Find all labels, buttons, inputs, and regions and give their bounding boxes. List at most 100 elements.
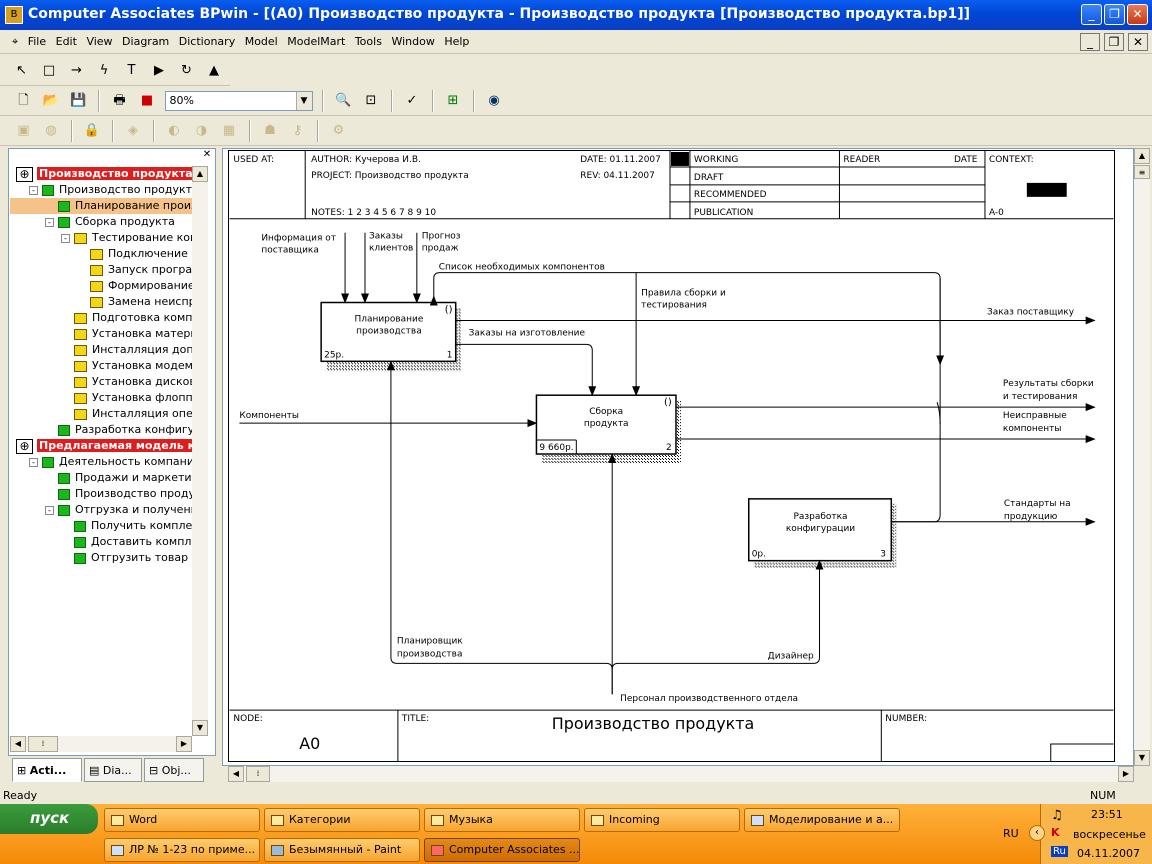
zoom-fit-icon[interactable]: ⊡ — [365, 93, 377, 108]
minimize-button[interactable]: _ — [1081, 4, 1102, 25]
scroll-thumb[interactable]: ⁞ — [28, 736, 58, 752]
tree-item[interactable]: Доставить комплектующие — [10, 534, 192, 550]
doc-restore-button[interactable]: ❐ — [1104, 33, 1124, 51]
task-bpwin[interactable]: Computer Associates ... — [424, 838, 580, 862]
scroll-down-icon[interactable]: ▼ — [192, 720, 208, 736]
menu-edit[interactable]: Edit — [55, 35, 77, 48]
menu-dictionary[interactable]: Dictionary — [178, 35, 236, 48]
squiggle-tool-icon[interactable]: ϟ — [99, 63, 109, 78]
new-icon[interactable]: 🗋 — [18, 93, 29, 108]
tree-item[interactable]: Получить комплектующие — [10, 518, 192, 534]
collapse-icon[interactable]: - — [29, 458, 38, 467]
arrow-production-orders[interactable] — [455, 343, 597, 397]
menu-view[interactable]: View — [86, 35, 113, 48]
doc-minimize-button[interactable]: _ — [1080, 33, 1100, 51]
scroll-right-icon[interactable]: ▶ — [1118, 766, 1134, 782]
tab-diagrams[interactable]: ▤ Dia... — [84, 758, 142, 782]
task-word[interactable]: Word — [104, 808, 260, 832]
language-indicator[interactable]: RU — [1003, 827, 1019, 840]
model-explorer-icon[interactable]: ⊞ — [447, 93, 459, 108]
menu-model[interactable]: Model — [244, 35, 278, 48]
arrow-components-list[interactable] — [433, 272, 941, 523]
tree-item[interactable]: Установка флоппи-дисковода — [10, 390, 192, 406]
menu-window[interactable]: Window — [391, 35, 435, 48]
task-categories[interactable]: Категории — [264, 808, 420, 832]
tab-objects[interactable]: ⊟ Obj... — [144, 758, 204, 782]
task-incoming[interactable]: Incoming — [584, 808, 740, 832]
restore-button[interactable]: ❐ — [1104, 4, 1125, 25]
modelmart-icon[interactable]: ◉ — [488, 93, 500, 108]
task-modeling-doc[interactable]: Моделирование и а... — [744, 808, 900, 832]
scroll-left-icon[interactable]: ◀ — [228, 766, 244, 782]
start-button[interactable]: пуск — [0, 804, 98, 834]
menu-file[interactable]: File — [27, 35, 47, 48]
tree-item[interactable]: Установка модема — [10, 358, 192, 374]
menu-help[interactable]: Help — [444, 35, 470, 48]
scroll-thumb[interactable]: ≡ — [1134, 165, 1150, 179]
diagram-horizontal-scrollbar[interactable]: ◀ ⁞ ▶ — [228, 766, 1134, 782]
chevron-down-icon[interactable]: ▼ — [295, 92, 312, 110]
tree-horizontal-scrollbar[interactable]: ◀ ⁞ ▶ — [10, 736, 192, 752]
doc-close-button[interactable]: ✕ — [1128, 33, 1148, 51]
tree-item[interactable]: Инсталляция операционной — [10, 406, 192, 422]
tree-item[interactable]: -Сборка продукта — [10, 214, 192, 230]
print-icon[interactable]: 🖶 — [113, 93, 126, 108]
tree-item[interactable]: -Производство продукта — [10, 182, 192, 198]
go-up-icon[interactable]: ▲ — [209, 63, 219, 78]
arrow-designer[interactable] — [611, 559, 824, 670]
task-lab-doc[interactable]: ЛР № 1-23 по приме... — [104, 838, 260, 862]
tree-item[interactable]: Формирование протокола — [10, 278, 192, 294]
tab-activities[interactable]: ⊞ Acti... — [12, 758, 82, 782]
tree-item[interactable]: Производство продукта — [10, 486, 192, 502]
tree-item[interactable]: Отгрузить товар и выставить — [10, 550, 192, 566]
scroll-up-icon[interactable]: ▲ — [1134, 148, 1150, 164]
antivirus-icon[interactable]: K — [1051, 826, 1060, 839]
activity-box-planning[interactable]: Планирование производства 25р. 1 () — [320, 301, 461, 372]
swap-icon[interactable]: ↻ — [181, 63, 192, 78]
tree-item[interactable]: Замена неисправных — [10, 294, 192, 310]
tree-item[interactable]: -Отгрузка и получение — [10, 502, 192, 518]
tree-item[interactable]: Подключение периферии — [10, 246, 192, 262]
tray-app-icon[interactable]: ♫ — [1051, 808, 1063, 823]
close-icon[interactable]: ✕ — [202, 149, 212, 160]
menu-tools[interactable]: Tools — [354, 35, 382, 48]
tree-item[interactable]: Установка дисковода — [10, 374, 192, 390]
task-paint[interactable]: Безымянный - Paint — [264, 838, 420, 862]
menu-diagram[interactable]: Diagram — [122, 35, 170, 48]
arrow-tool-icon[interactable]: → — [71, 63, 82, 78]
doc-menu-icon[interactable]: ⌖ — [12, 35, 19, 48]
menu-modelmart[interactable]: ModelMart — [287, 35, 346, 48]
collapse-icon[interactable]: - — [45, 506, 54, 515]
idef0-diagram[interactable]: USED AT: AUTHOR: Кучерова И.В. PROJECT: … — [228, 150, 1115, 762]
text-tool-icon[interactable]: T — [127, 63, 136, 78]
tree-item[interactable]: -Деятельность компании Компьютеры — [10, 454, 192, 470]
scroll-left-icon[interactable]: ◀ — [10, 736, 26, 752]
tree-item[interactable]: Установка материнской платы — [10, 326, 192, 342]
clock-time[interactable]: 23:51 — [1091, 808, 1123, 821]
scroll-up-icon[interactable]: ▲ — [192, 166, 208, 182]
tree-item[interactable]: Запуск программ — [10, 262, 192, 278]
zoom-in-icon[interactable]: 🔍 — [335, 93, 352, 108]
color-icon[interactable]: ■ — [140, 93, 154, 108]
scroll-right-icon[interactable]: ▶ — [176, 736, 192, 752]
task-music[interactable]: Музыка — [424, 808, 580, 832]
collapse-icon[interactable]: - — [45, 218, 54, 227]
collapse-icon[interactable]: - — [29, 186, 38, 195]
tree-item[interactable]: Разработка конфигурации — [10, 422, 192, 438]
tree-item[interactable]: -Тестирование компьютера — [10, 230, 192, 246]
tree-item[interactable]: Планирование производства — [10, 198, 192, 214]
tree-item[interactable]: Подготовка компонентов — [10, 310, 192, 326]
collapse-icon[interactable]: - — [61, 234, 70, 243]
spellcheck-icon[interactable]: ✓ — [406, 93, 418, 108]
tree-item[interactable]: ⊕Производство продукта — [10, 166, 192, 182]
tree-item[interactable]: Продажи и маркетинг — [10, 470, 192, 486]
box-tool-icon[interactable]: □ — [42, 63, 56, 78]
show-hidden-icons-icon[interactable]: ‹ — [1029, 825, 1045, 841]
app-icon[interactable]: B — [5, 6, 23, 24]
open-icon[interactable]: 📂 — [42, 93, 60, 108]
scroll-down-icon[interactable]: ▼ — [1134, 750, 1150, 766]
tree-item[interactable]: ⊕Предлагаемая модель компании — [10, 438, 192, 454]
decompose-icon[interactable]: ▶ — [154, 63, 164, 78]
zoom-select[interactable]: 80%▼ — [164, 91, 313, 111]
arrow-planner[interactable] — [386, 360, 613, 695]
